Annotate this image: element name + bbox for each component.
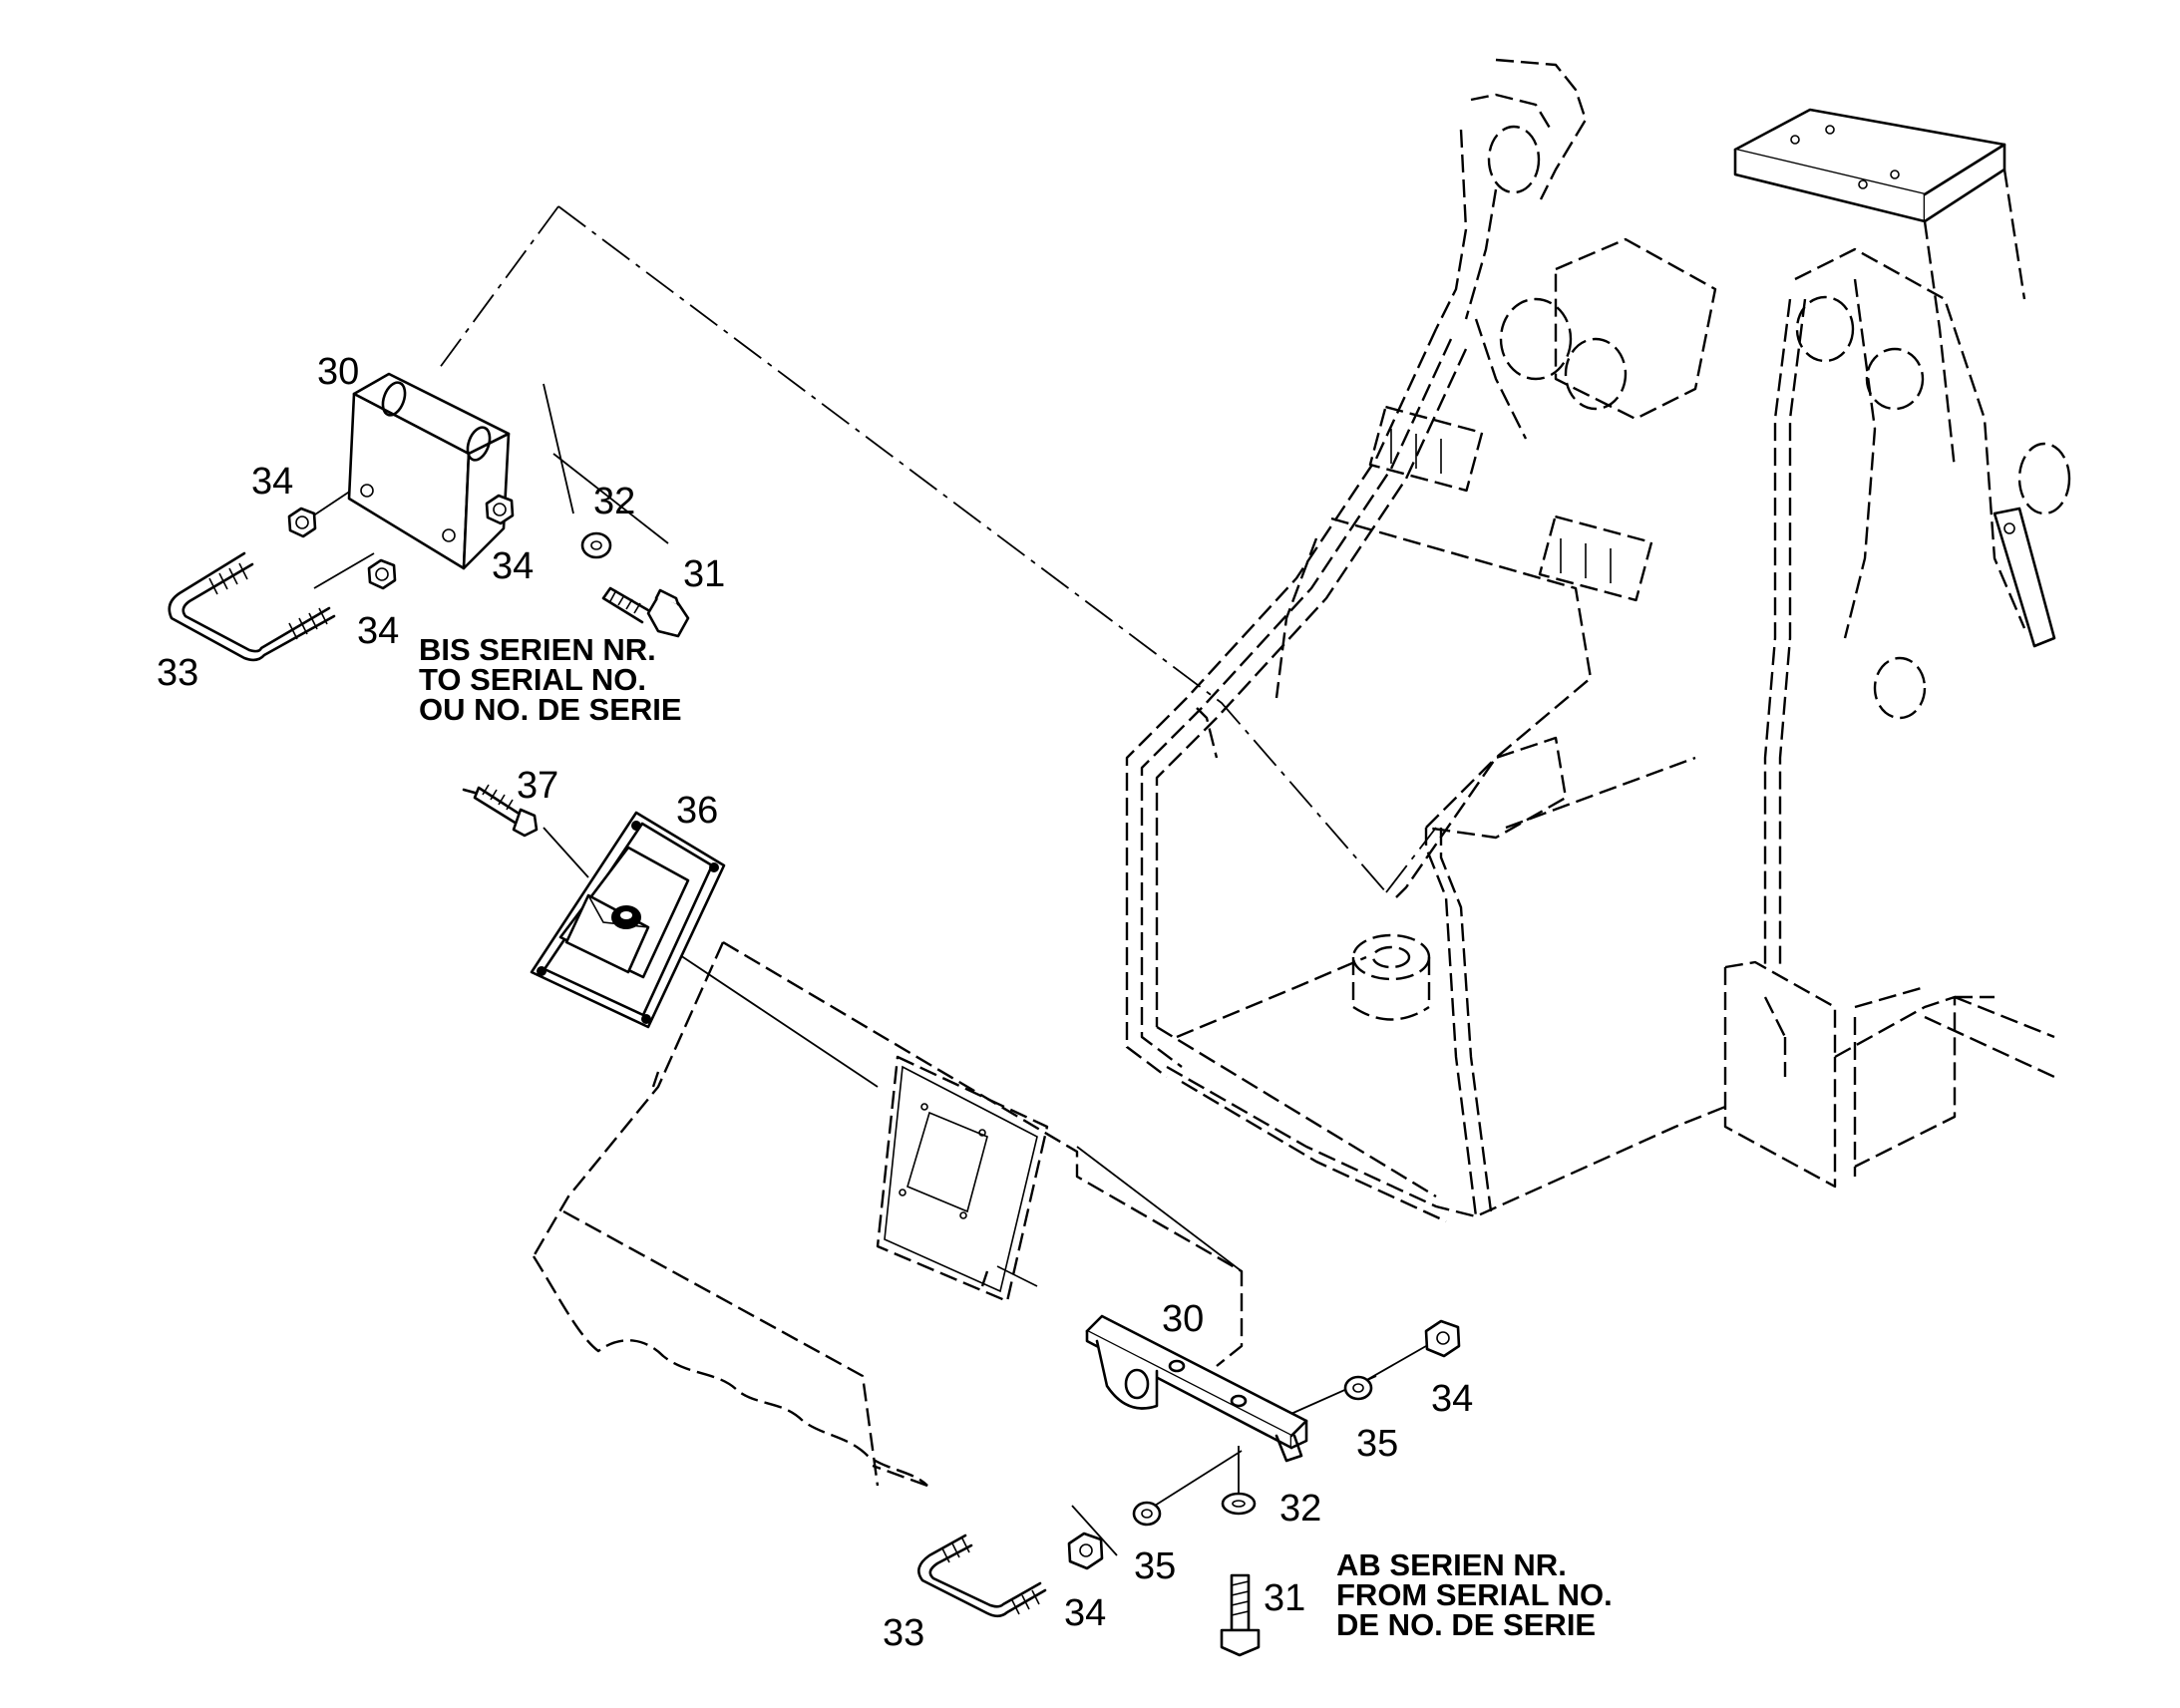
callout-36: 36 (676, 790, 718, 832)
callout-33-lower: 33 (883, 1612, 924, 1654)
svg-text:TO SERIAL NO.: TO SERIAL NO. (419, 662, 646, 697)
callout-37: 37 (517, 765, 558, 807)
hex-bolt (1220, 1573, 1261, 1657)
loader-frame (1125, 58, 2071, 1223)
recessed-handle (530, 811, 726, 1029)
svg-text:BIS SERIEN NR.: BIS SERIEN NR. (419, 632, 656, 667)
callout-32-upper: 32 (593, 481, 635, 522)
u-bolt (168, 551, 336, 662)
note-from-serial: AB SERIEN NR. FROM SERIAL NO. DE NO. DE … (1336, 1547, 1613, 1642)
svg-text:OU NO. DE SERIE: OU NO. DE SERIE (419, 692, 682, 727)
upper-bracket-assembly (168, 372, 690, 662)
callout-32-lower: 32 (1279, 1488, 1321, 1530)
lower-bracket-assembly (917, 1314, 1461, 1657)
self-tapping-screw (462, 784, 539, 838)
hex-nut (1067, 1532, 1104, 1570)
flat-washer (1343, 1375, 1373, 1401)
hex-nut (287, 507, 317, 538)
flat-bracket (1085, 1314, 1308, 1463)
callout-31-lower: 31 (1264, 1577, 1305, 1619)
cover-panel (532, 940, 1244, 1488)
svg-text:AB SERIEN NR.: AB SERIEN NR. (1336, 1547, 1567, 1582)
note-to-serial: BIS SERIEN NR. TO SERIAL NO. OU NO. DE S… (419, 632, 682, 727)
u-bolt (917, 1534, 1047, 1618)
hex-nut (485, 494, 515, 525)
callout-30-lower: 30 (1162, 1298, 1204, 1340)
callout-30-upper: 30 (317, 351, 359, 393)
callout-35-lower-right: 35 (1356, 1423, 1398, 1465)
assembly-lines (308, 205, 1437, 1556)
flat-washer (580, 531, 612, 559)
angle-bracket (347, 372, 511, 570)
callout-33-upper: 33 (157, 652, 198, 694)
svg-text:FROM SERIAL NO.: FROM SERIAL NO. (1336, 1577, 1613, 1612)
hex-bolt (601, 586, 690, 638)
flat-washer (1132, 1501, 1162, 1527)
callout-34-upper-c: 34 (357, 610, 399, 652)
svg-text:DE NO. DE SERIE: DE NO. DE SERIE (1336, 1607, 1596, 1642)
hex-nut (1424, 1319, 1461, 1358)
callout-34-upper-a: 34 (251, 461, 293, 503)
callout-labels: 30 34 34 34 32 31 33 37 36 30 34 35 32 3… (157, 351, 1473, 1654)
callout-34-lower-left: 34 (1064, 1592, 1106, 1634)
flat-washer (1221, 1492, 1257, 1516)
hex-nut (367, 558, 397, 590)
callout-34-upper-b: 34 (492, 545, 534, 587)
callout-34-lower-right: 34 (1431, 1378, 1473, 1420)
callout-35-lower-left: 35 (1134, 1545, 1176, 1587)
callout-31-upper: 31 (683, 553, 725, 595)
